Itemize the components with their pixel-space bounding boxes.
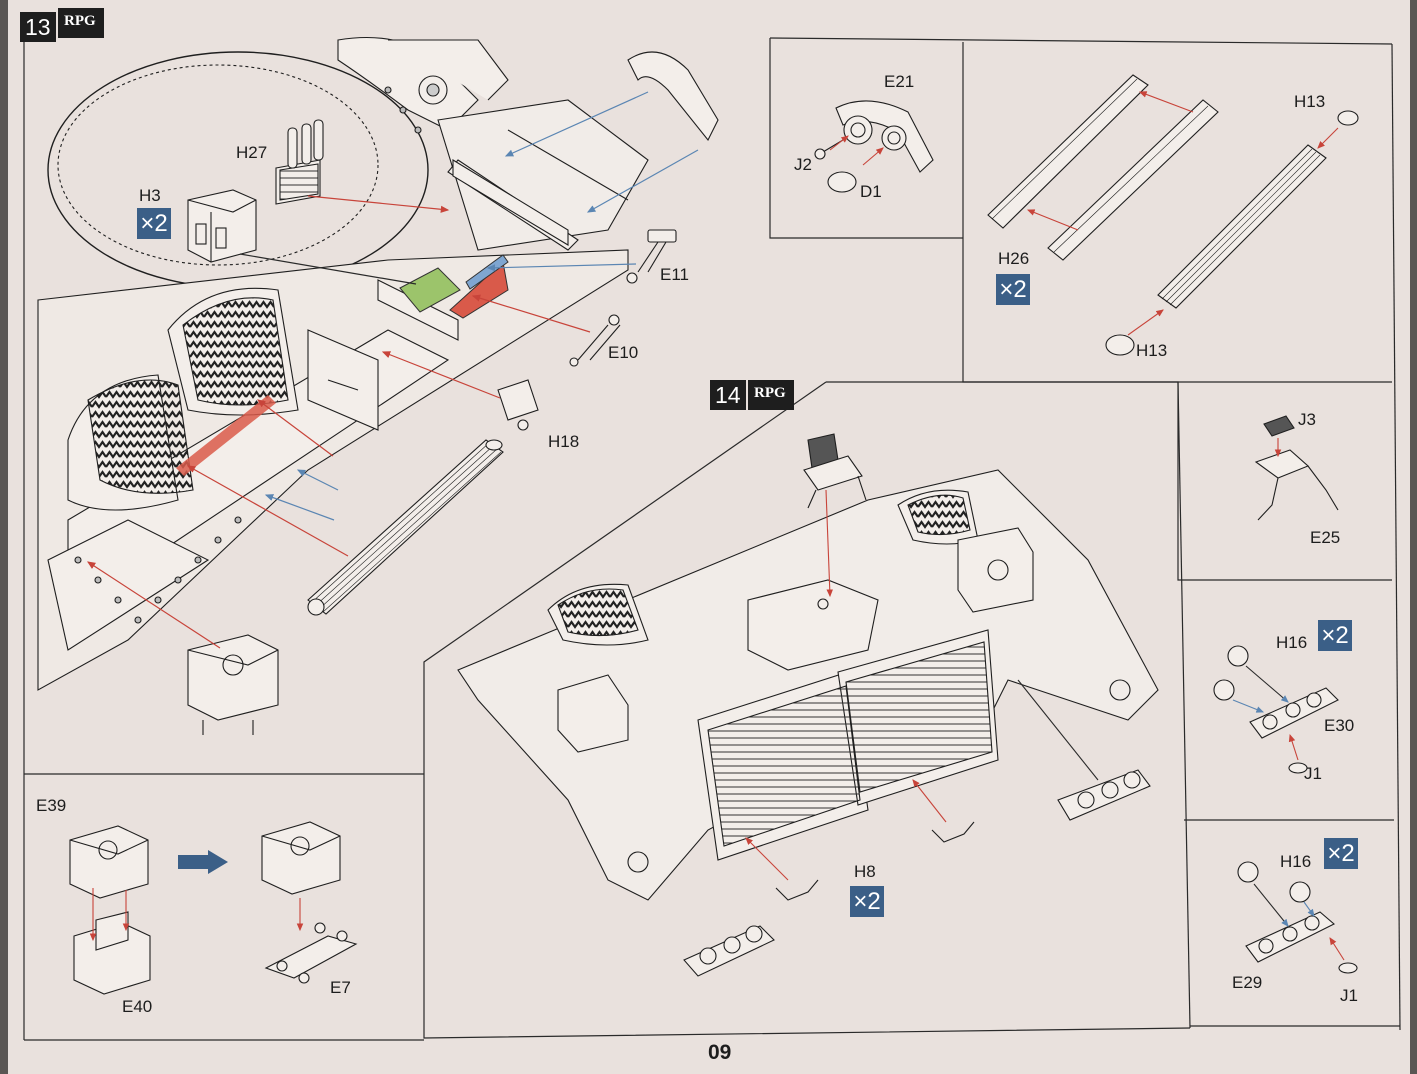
step13-arrows <box>86 91 699 649</box>
label-e11: E11 <box>660 265 689 284</box>
label-e25: E25 <box>1310 528 1341 547</box>
multiplier-badge-h16-b: ×2 <box>1324 838 1358 869</box>
step-14-number: 14 <box>710 380 746 410</box>
label-j3: J3 <box>1298 410 1316 429</box>
inset-e21-drawing <box>814 100 934 193</box>
label-j1-b: J1 <box>1340 986 1358 1005</box>
inset-h16a-drawing <box>1213 645 1339 774</box>
label-e30: E30 <box>1324 716 1355 735</box>
inset-h16b-drawing <box>1237 861 1358 974</box>
inset-e39-drawing <box>69 821 358 995</box>
label-h16-b: H16 <box>1280 852 1312 871</box>
label-h26: H26 <box>998 249 1030 268</box>
label-j1-a: J1 <box>1304 764 1322 783</box>
label-e7: E7 <box>330 978 351 997</box>
label-e39: E39 <box>36 796 67 815</box>
label-h8: H8 <box>854 862 876 881</box>
multiplier-badge-h16-a: ×2 <box>1318 620 1352 651</box>
step14-hull <box>457 433 1159 977</box>
label-e10: E10 <box>608 343 639 362</box>
label-e21: E21 <box>884 72 915 91</box>
label-h13-bottom: H13 <box>1136 341 1168 360</box>
step-13-brand-logo: RPG <box>58 8 104 38</box>
part-h18 <box>497 379 539 431</box>
panel-frames <box>23 37 1401 1041</box>
page-number: 09 <box>708 1041 732 1064</box>
label-j2: J2 <box>794 155 812 174</box>
label-e40: E40 <box>122 997 153 1016</box>
label-h16-a: H16 <box>1276 633 1308 652</box>
assembly-drawing <box>23 36 1401 1041</box>
parts-e11-e10 <box>569 229 677 367</box>
inset-h26-drawing <box>987 74 1359 356</box>
label-h18: H18 <box>548 432 580 451</box>
step-14-brand-logo: RPG <box>748 380 794 410</box>
inset-j3-drawing <box>1254 415 1339 521</box>
label-d1: D1 <box>860 182 882 201</box>
multiplier-badge-h26: ×2 <box>996 274 1030 305</box>
label-h27: H27 <box>236 143 268 162</box>
part-h3 <box>187 189 257 263</box>
label-h3: H3 <box>139 186 161 205</box>
step-13-number: 13 <box>20 12 56 42</box>
label-e29: E29 <box>1232 973 1263 992</box>
part-long-rod <box>307 439 504 616</box>
part-h27 <box>275 119 324 205</box>
multiplier-badge-h8: ×2 <box>850 886 884 917</box>
highlight-areas <box>176 254 509 476</box>
instruction-page: 13 RPG 14 RPG H27 H3 ×2 E11 E10 H18 E21 … <box>8 0 1410 1074</box>
multiplier-badge-h3: ×2 <box>137 208 171 239</box>
label-h13-top: H13 <box>1294 92 1326 111</box>
